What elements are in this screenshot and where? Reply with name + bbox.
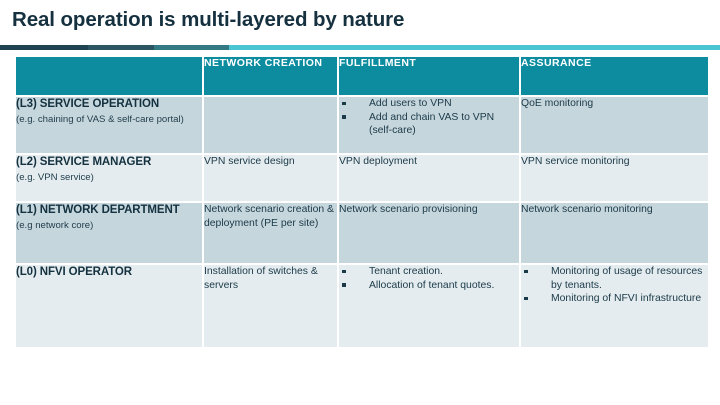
- cell-network-creation: Network scenario creation & deployment (…: [204, 203, 337, 263]
- cell-text: Installation of switches & servers: [204, 266, 318, 291]
- cell-assurance: Network scenario monitoring: [521, 203, 708, 263]
- cell-text: Network scenario monitoring: [521, 204, 653, 215]
- table-row: (L3) SERVICE OPERATION (e.g. chaining of…: [16, 97, 708, 153]
- header-assurance: ASSURANCE: [521, 57, 708, 95]
- table-row: (L0) NFVI OPERATOR Installation of switc…: [16, 265, 708, 347]
- cell-text: VPN service monitoring: [521, 156, 630, 167]
- cell-network-creation: VPN service design: [204, 155, 337, 201]
- list-item: Add and chain VAS to VPN (self-care): [339, 111, 519, 138]
- bullet-list: Monitoring of usage of resources by tena…: [521, 265, 708, 306]
- cell-network-creation: Installation of switches & servers: [204, 265, 337, 347]
- page-title: Real operation is multi-layered by natur…: [12, 8, 405, 31]
- row-sublabel: (e.g network core): [16, 219, 94, 231]
- list-item-label: Monitoring of usage of resources by tena…: [551, 266, 703, 291]
- list-item: Add users to VPN: [339, 97, 519, 111]
- header-corner-blank: [16, 57, 202, 95]
- cell-text: VPN deployment: [339, 156, 417, 167]
- bullet-square-icon: [342, 283, 346, 287]
- row-label: (L3) SERVICE OPERATION: [16, 98, 160, 110]
- row-label-cell: (L2) SERVICE MANAGER (e.g. VPN service): [16, 155, 202, 201]
- header-fulfillment: FULFILLMENT: [339, 57, 519, 95]
- divider-segment-4: [229, 45, 720, 50]
- list-item: Allocation of tenant quotes.: [339, 279, 519, 293]
- list-item-label: Add users to VPN: [369, 98, 452, 109]
- cell-fulfillment: VPN deployment: [339, 155, 519, 201]
- row-label: (L2) SERVICE MANAGER: [16, 156, 152, 168]
- row-sublabel: (e.g. chaining of VAS & self-care portal…: [16, 113, 184, 125]
- cell-text: QoE monitoring: [521, 98, 594, 109]
- cell-text: VPN service design: [204, 156, 295, 167]
- row-label: (L0) NFVI OPERATOR: [16, 266, 132, 278]
- cell-fulfillment: Tenant creation. Allocation of tenant qu…: [339, 265, 519, 347]
- title-divider-bar: [0, 45, 720, 50]
- bullet-list: Tenant creation. Allocation of tenant qu…: [339, 265, 519, 292]
- list-item-label: Monitoring of NFVI infrastructure: [551, 293, 702, 304]
- header-network-creation: NETWORK CREATION: [204, 57, 337, 95]
- layer-responsibility-matrix: NETWORK CREATION FULFILLMENT ASSURANCE (…: [14, 55, 710, 349]
- bullet-square-icon: [342, 115, 346, 119]
- bullet-square-icon: [342, 101, 346, 105]
- cell-text: Network scenario creation & deployment (…: [204, 204, 334, 229]
- bullet-square-icon: [524, 296, 528, 300]
- row-sublabel: (e.g. VPN service): [16, 171, 94, 183]
- divider-segment-3: [154, 45, 229, 50]
- list-item-label: Add and chain VAS to VPN (self-care): [369, 111, 495, 137]
- cell-assurance: QoE monitoring: [521, 97, 708, 153]
- cell-assurance: Monitoring of usage of resources by tena…: [521, 265, 708, 347]
- list-item: Monitoring of NFVI infrastructure: [521, 292, 708, 306]
- table-header-row: NETWORK CREATION FULFILLMENT ASSURANCE: [16, 57, 708, 95]
- row-label-cell: (L3) SERVICE OPERATION (e.g. chaining of…: [16, 97, 202, 153]
- cell-network-creation: [204, 97, 337, 153]
- list-item: Tenant creation.: [339, 265, 519, 279]
- list-item-label: Allocation of tenant quotes.: [369, 279, 495, 291]
- list-item: Monitoring of usage of resources by tena…: [521, 265, 708, 292]
- bullet-square-icon: [524, 269, 528, 273]
- cell-text: Network scenario provisioning: [339, 204, 478, 215]
- list-item-label: Tenant creation.: [369, 266, 443, 277]
- cell-fulfillment: Add users to VPN Add and chain VAS to VP…: [339, 97, 519, 153]
- divider-segment-1: [0, 45, 88, 50]
- row-label: (L1) NETWORK DEPARTMENT: [16, 204, 180, 216]
- bullet-square-icon: [342, 269, 346, 273]
- table-row: (L1) NETWORK DEPARTMENT (e.g network cor…: [16, 203, 708, 263]
- table-row: (L2) SERVICE MANAGER (e.g. VPN service) …: [16, 155, 708, 201]
- bullet-list: Add users to VPN Add and chain VAS to VP…: [339, 97, 519, 138]
- divider-segment-2: [88, 45, 154, 50]
- cell-assurance: VPN service monitoring: [521, 155, 708, 201]
- row-label-cell: (L0) NFVI OPERATOR: [16, 265, 202, 347]
- cell-fulfillment: Network scenario provisioning: [339, 203, 519, 263]
- row-label-cell: (L1) NETWORK DEPARTMENT (e.g network cor…: [16, 203, 202, 263]
